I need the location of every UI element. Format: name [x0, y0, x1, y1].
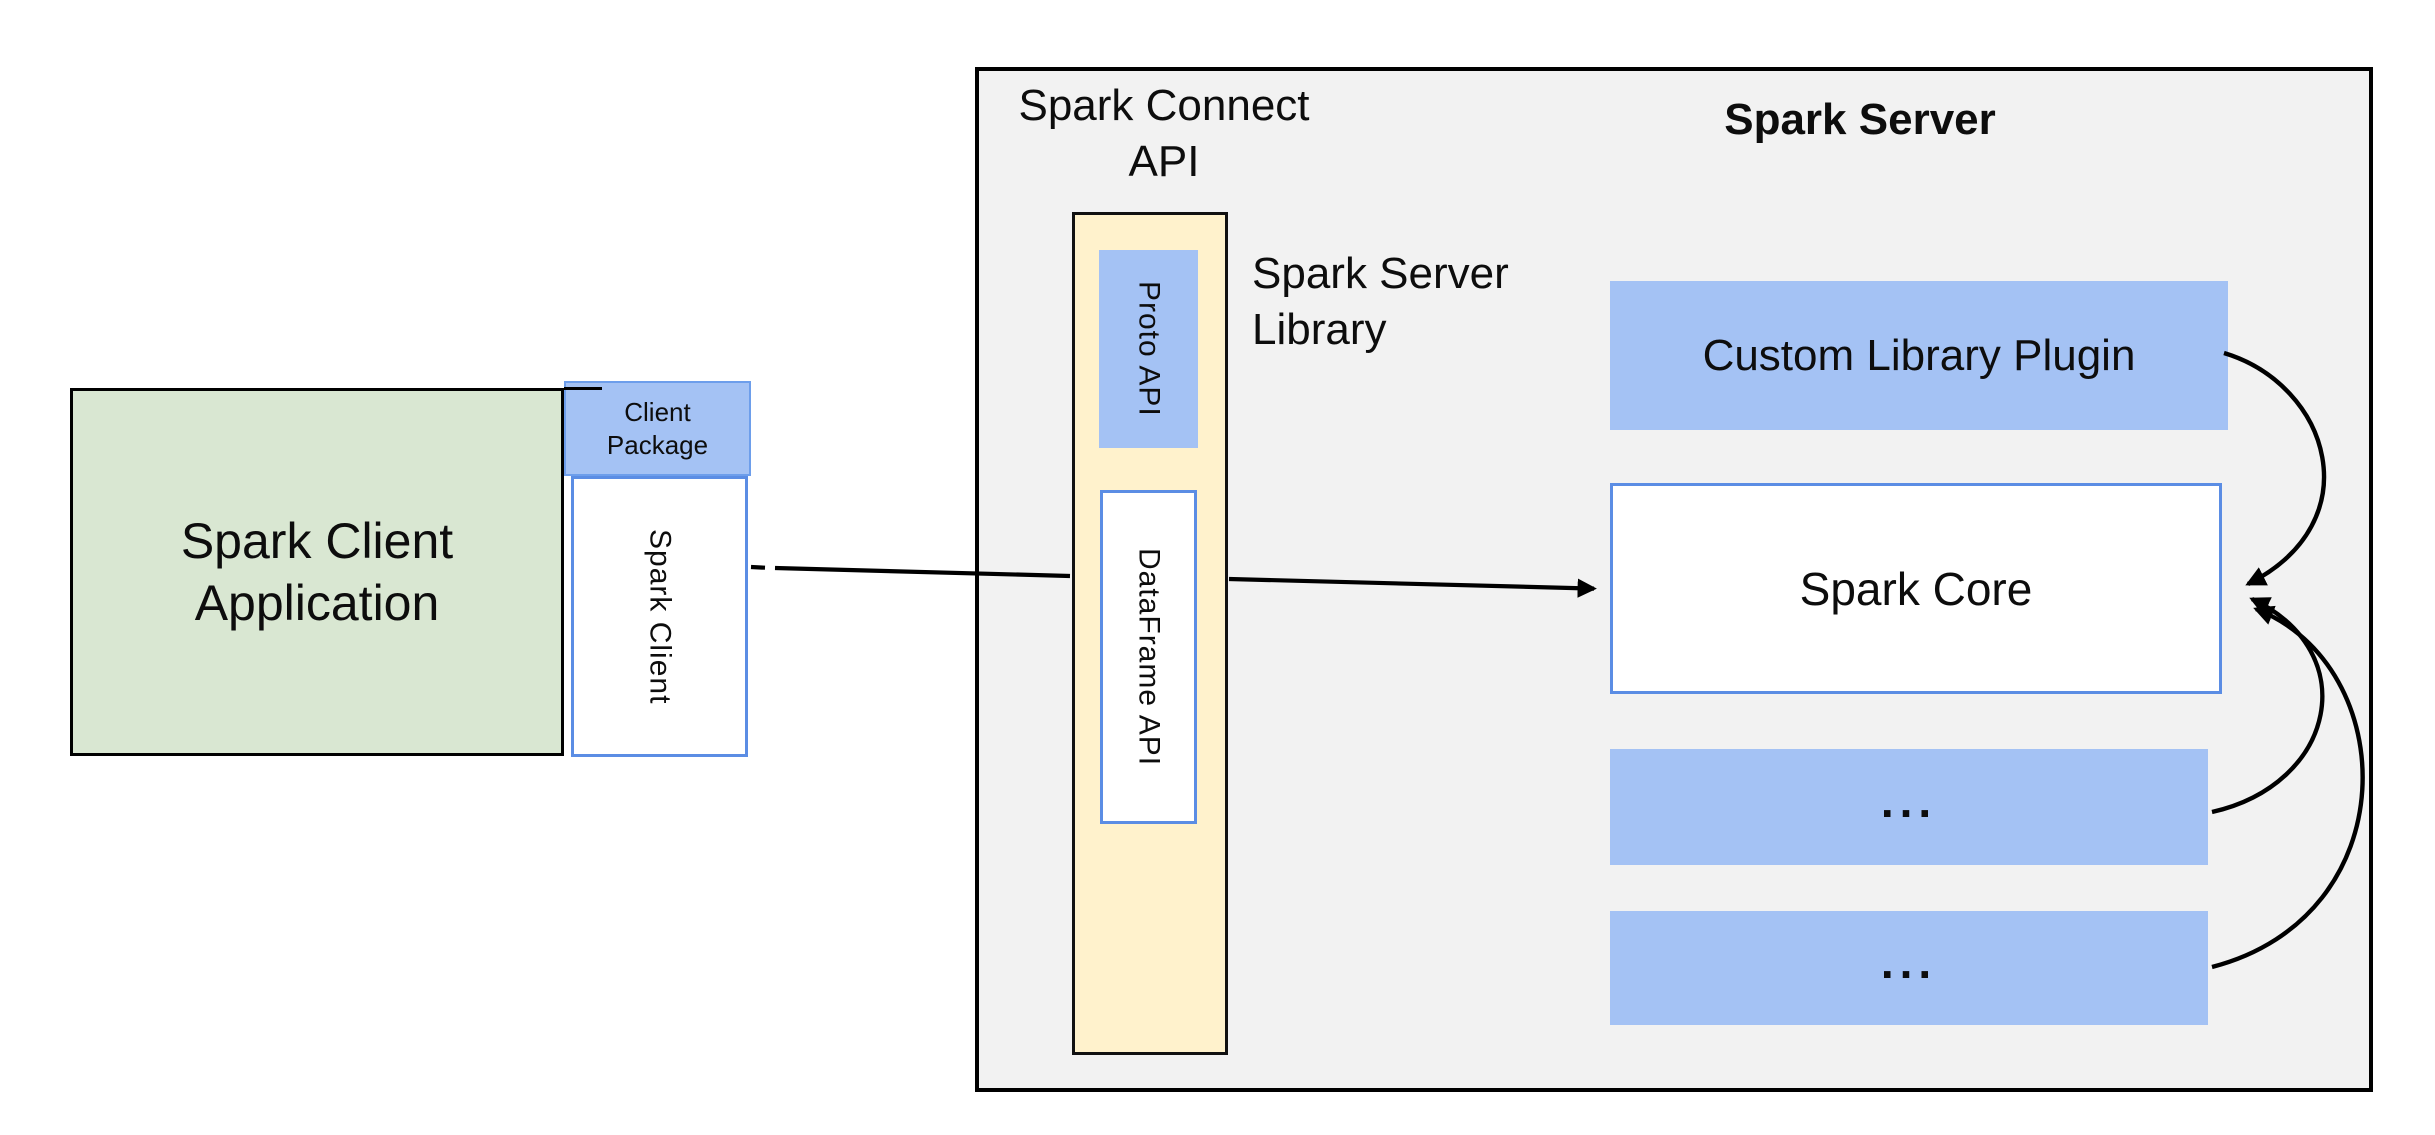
client-package-box: Client Package	[564, 381, 751, 476]
arrow-client-to-column-dash	[750, 564, 766, 570]
spark-server-title: Spark Server	[1724, 95, 1996, 144]
spark-client-box-label: Spark Client	[643, 528, 677, 705]
extra-box-1: ...	[1610, 749, 2208, 865]
spark-server-library-caption-line1: Spark Server	[1252, 249, 1509, 298]
extra-box-2: ...	[1610, 911, 2208, 1025]
spark-connect-api-title-line1: Spark Connect	[1018, 81, 1310, 130]
spark-connect-api-title-line2: API	[1128, 137, 1200, 186]
spark-client-application-box: Spark Client Application	[70, 388, 564, 756]
green-box-border-overlap	[564, 387, 602, 390]
dataframe-api-label: DataFrame API	[1132, 547, 1166, 767]
spark-client-application-line1: Spark Client	[180, 513, 454, 569]
spark-client-box: Spark Client	[571, 476, 748, 757]
spark-core-box: Spark Core	[1610, 483, 2222, 694]
client-package-line2: Package	[606, 429, 709, 460]
spark-client-application-line2: Application	[194, 575, 440, 631]
proto-api-label: Proto API	[1132, 281, 1166, 417]
custom-library-plugin-box: Custom Library Plugin	[1610, 281, 2228, 430]
spark-server-library-caption-line2: Library	[1252, 305, 1387, 354]
proto-api-box: Proto API	[1099, 250, 1198, 448]
spark-connect-api-title: Spark Connect API	[999, 78, 1329, 190]
spark-server-library-caption: Spark Server Library	[1252, 246, 1592, 358]
client-package-line1: Client	[624, 396, 691, 427]
dataframe-api-box: DataFrame API	[1100, 490, 1197, 824]
